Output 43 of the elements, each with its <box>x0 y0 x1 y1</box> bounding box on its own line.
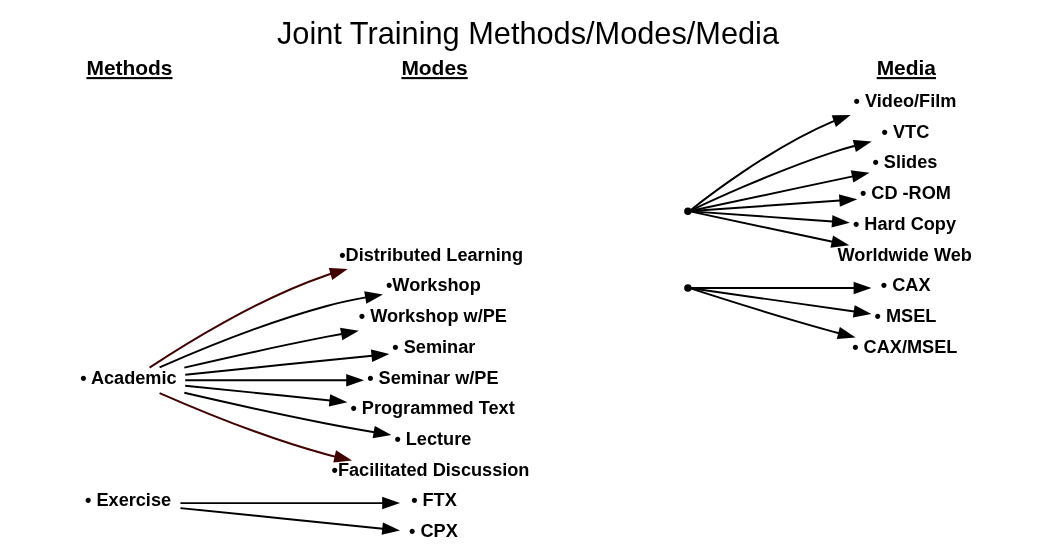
node-text: • VTC <box>881 121 929 142</box>
node-text: • Seminar <box>391 336 475 357</box>
label: Modes <box>400 56 468 80</box>
node-text: • CAX <box>880 275 931 296</box>
arrow <box>148 267 348 369</box>
arrow <box>178 496 400 510</box>
node-text: • Academic <box>79 367 177 388</box>
arrow <box>689 287 871 318</box>
arrow <box>158 392 352 463</box>
arrow <box>689 139 872 212</box>
arrow <box>182 327 359 369</box>
arrow <box>689 210 849 248</box>
node-text: • MSEL <box>874 306 936 327</box>
arrow <box>689 115 851 211</box>
node-point <box>683 284 692 292</box>
node-text: • Video/Film <box>853 91 956 112</box>
node-text: • FTX <box>410 490 457 511</box>
label: Media <box>876 56 936 80</box>
node-text: • Programmed Text <box>349 398 515 419</box>
node-text: • Exercise <box>84 490 171 511</box>
arrow <box>182 391 391 439</box>
node-text: • CAX/MSEL <box>851 336 957 357</box>
node-text: •Workshop <box>385 275 481 296</box>
label: Methods <box>85 56 173 80</box>
node-text: • Hard Copy <box>852 213 956 234</box>
node-text: • CD -ROM <box>859 183 951 204</box>
diagram-title: Joint Training Methods/Modes/Media <box>276 15 779 51</box>
arrow <box>689 287 856 340</box>
arrow <box>183 384 347 407</box>
node-text: Worldwide Web <box>837 244 972 265</box>
arrow <box>183 373 364 387</box>
node-text: • Workshop w/PE <box>358 306 507 327</box>
arrow <box>183 349 389 376</box>
node-text: • Lecture <box>393 429 471 450</box>
node-point <box>683 207 692 215</box>
arrow <box>689 210 850 228</box>
arrow <box>158 291 383 369</box>
node-text: • CPX <box>408 521 458 542</box>
node-text: •Facilitated Discussion <box>331 459 529 480</box>
node-text: • Slides <box>871 152 937 173</box>
arrow <box>178 507 400 535</box>
node-text: •Distributed Learning <box>338 244 523 265</box>
node-text: • Seminar w/PE <box>366 367 499 388</box>
